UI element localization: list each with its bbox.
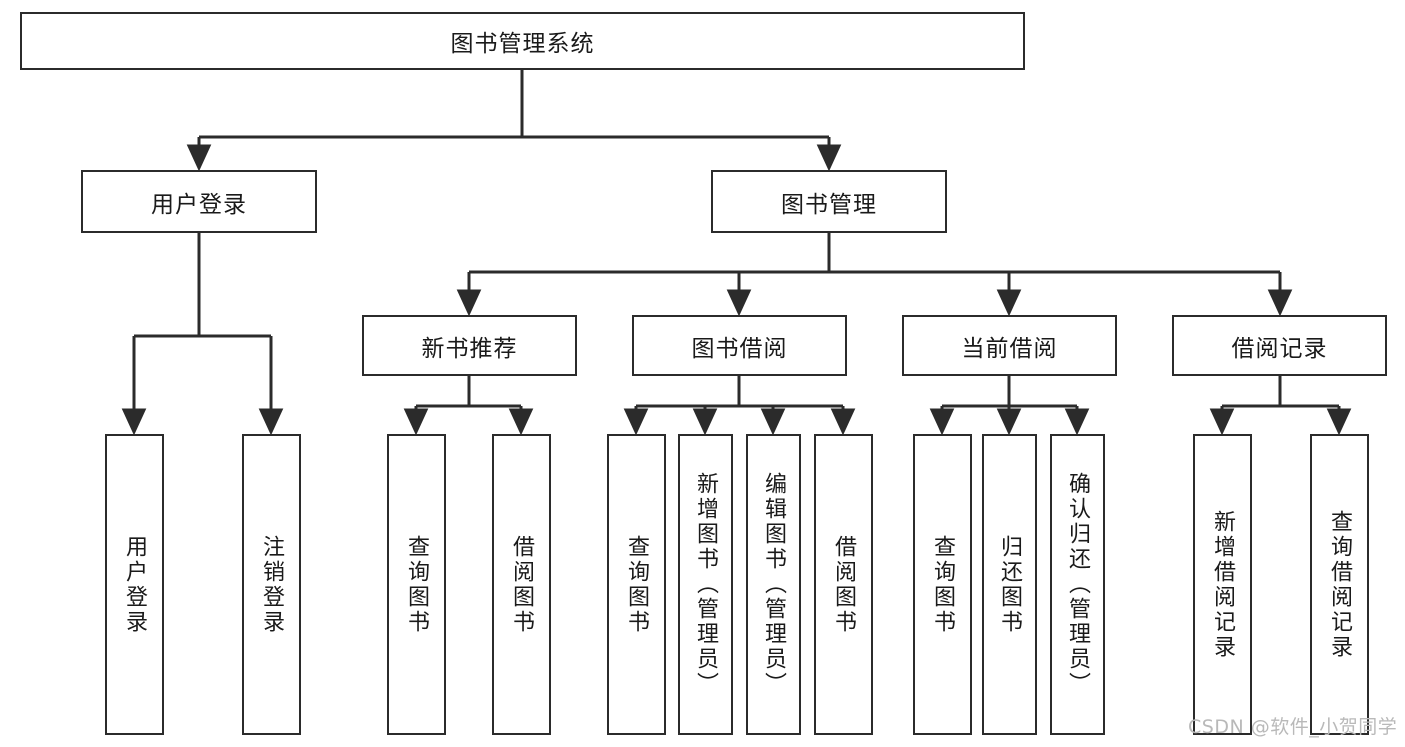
leaf-add-book-admin[interactable]: 新增图书（管理员） [678,434,733,735]
node-label: 确认归还（管理员） [1065,472,1091,697]
node-label: 借阅图书 [509,534,535,635]
leaf-borrow-book-newbook[interactable]: 借阅图书 [492,434,551,735]
node-label: 借阅记录 [1231,335,1328,362]
leaf-edit-book-admin[interactable]: 编辑图书（管理员） [746,434,801,735]
leaf-borrow-book-borrow[interactable]: 借阅图书 [814,434,873,735]
node-label: 查询图书 [930,534,956,635]
leaf-return-book[interactable]: 归还图书 [982,434,1037,735]
leaf-query-borrow-record[interactable]: 查询借阅记录 [1310,434,1369,735]
node-label: 归还图书 [997,534,1023,635]
node-user-login[interactable]: 用户登录 [81,170,317,233]
node-label: 查询借阅记录 [1327,509,1353,660]
node-label: 注销登录 [259,534,285,635]
node-book-manage[interactable]: 图书管理 [711,170,947,233]
node-current-borrow[interactable]: 当前借阅 [902,315,1117,376]
node-label: 借阅图书 [831,534,857,635]
node-label: 图书借阅 [691,335,788,362]
node-book-borrow[interactable]: 图书借阅 [632,315,847,376]
node-label: 查询图书 [404,534,430,635]
leaf-confirm-return-admin[interactable]: 确认归还（管理员） [1050,434,1105,735]
node-label: 图书管理系统 [450,31,595,57]
leaf-query-book-current[interactable]: 查询图书 [913,434,972,735]
node-label: 新增借阅记录 [1210,509,1236,660]
node-label: 新书推荐 [421,335,518,362]
node-label: 图书管理 [781,191,877,218]
node-label: 编辑图书（管理员） [761,472,787,697]
leaf-query-book-newbook[interactable]: 查询图书 [387,434,446,735]
node-borrow-record[interactable]: 借阅记录 [1172,315,1387,376]
leaf-user-login[interactable]: 用户登录 [105,434,164,735]
node-label: 新增图书（管理员） [693,472,719,697]
leaf-add-borrow-record[interactable]: 新增借阅记录 [1193,434,1252,735]
node-book-management-system[interactable]: 图书管理系统 [20,12,1025,70]
leaf-logout[interactable]: 注销登录 [242,434,301,735]
node-label: 用户登录 [122,534,148,635]
node-label: 用户登录 [151,191,247,218]
node-label: 查询图书 [624,534,650,635]
node-label: 当前借阅 [961,335,1058,362]
node-new-book-recommend[interactable]: 新书推荐 [362,315,577,376]
leaf-query-book-borrow[interactable]: 查询图书 [607,434,666,735]
